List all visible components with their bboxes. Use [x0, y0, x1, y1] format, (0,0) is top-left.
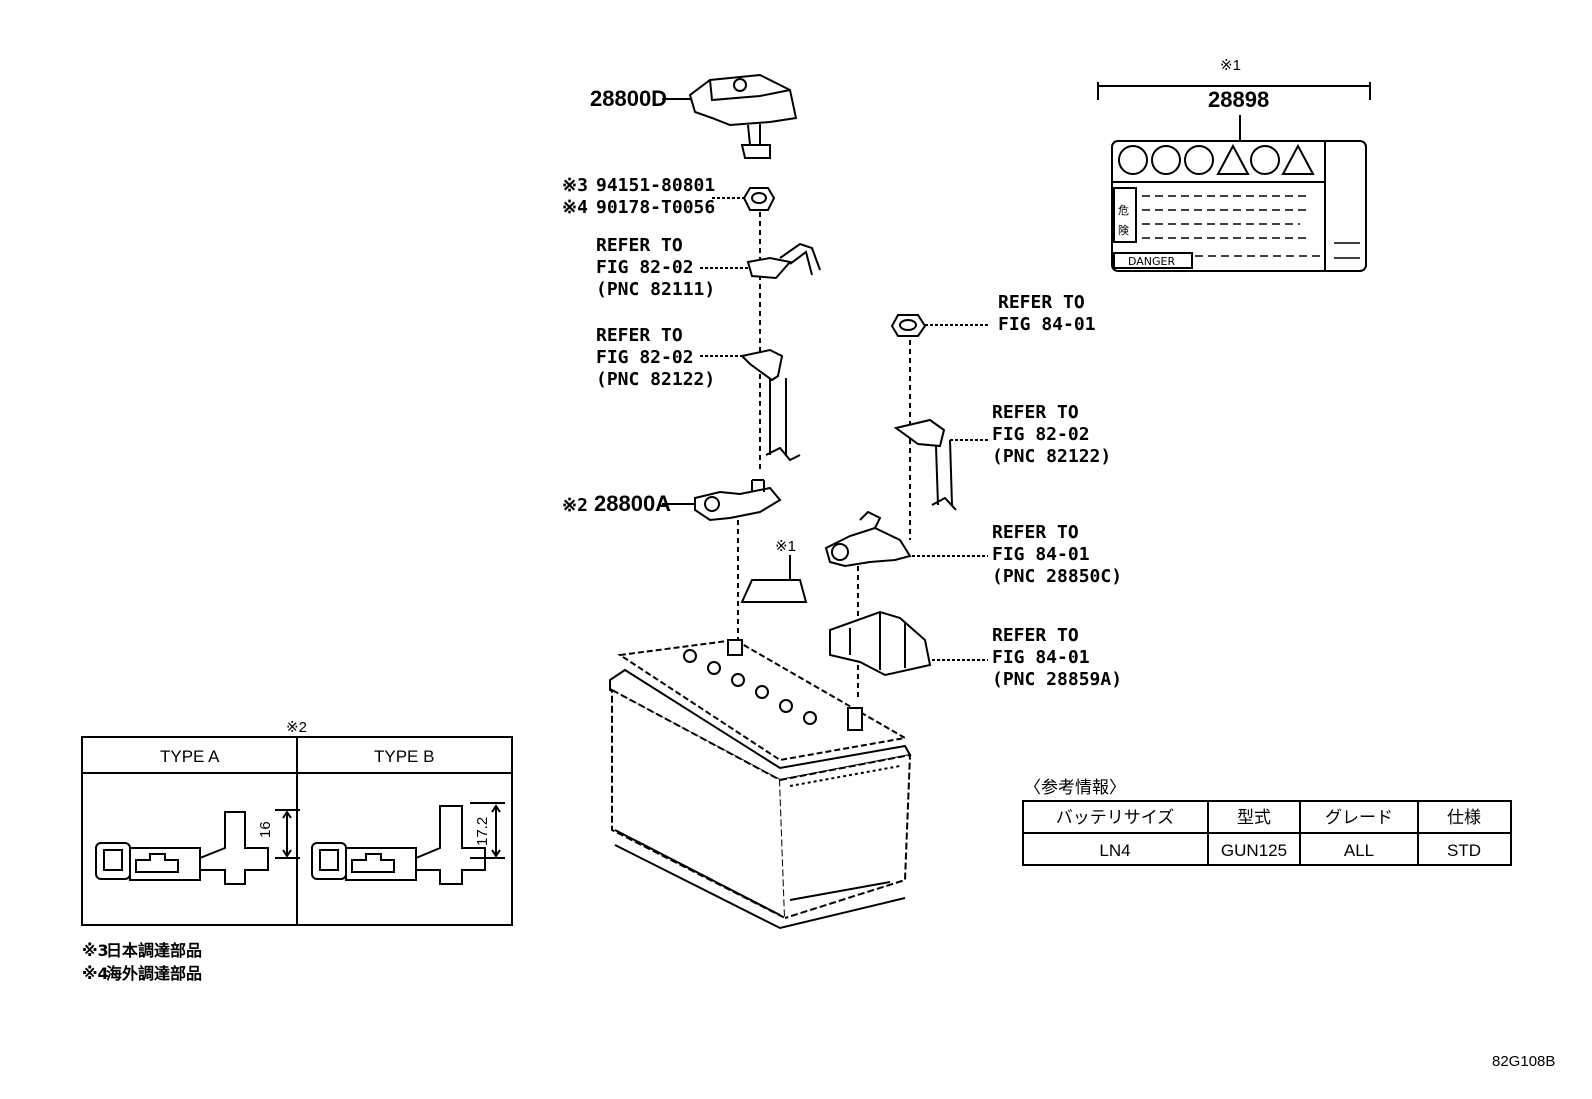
- svg-text:(PNC 82122): (PNC 82122): [992, 446, 1111, 467]
- svg-text:(PNC 82111): (PNC 82111): [596, 279, 715, 300]
- type-b-dimension: 17.2: [474, 817, 491, 846]
- clamp-28850C: [824, 510, 912, 568]
- label-kanji-1: 危: [1118, 204, 1129, 217]
- label-kanji-2: 険: [1118, 224, 1129, 237]
- type-box-mark: ※2: [286, 719, 307, 736]
- type-b-terminal: [311, 802, 505, 885]
- svg-text:REFER TO: REFER TO: [596, 325, 683, 346]
- note-4-text: 海外調達部品: [106, 964, 202, 983]
- svg-text:REFER TO: REFER TO: [596, 235, 683, 256]
- svg-text:(PNC 28850C): (PNC 28850C): [992, 566, 1122, 587]
- svg-text:FIG 82-02: FIG 82-02: [596, 347, 694, 368]
- terminal-cover-28800D: [688, 73, 798, 159]
- svg-text:REFER TO: REFER TO: [992, 625, 1079, 646]
- svg-text:FIG 84-01: FIG 84-01: [992, 544, 1090, 565]
- clamp-28800A: [694, 479, 782, 522]
- cable-82122-right: [893, 418, 957, 511]
- type-a-dimension: 16: [257, 821, 274, 838]
- type-box: [81, 736, 513, 926]
- part-94151-mark: ※3: [562, 175, 588, 196]
- svg-text:REFER TO: REFER TO: [998, 292, 1085, 313]
- ref-cell-size: LN4: [1099, 841, 1130, 860]
- label-danger-text: DANGER: [1128, 255, 1176, 268]
- cable-82111: [746, 242, 821, 280]
- part-94151-label: 94151-80801: [596, 175, 715, 196]
- nut-icon: [742, 187, 776, 211]
- ref-info-title: 〈参考情報〉: [1024, 778, 1126, 797]
- ref-header-model: 型式: [1237, 808, 1271, 827]
- type-a-header: TYPE A: [160, 747, 220, 766]
- nut-right-icon: [890, 314, 927, 337]
- ref-28859A: REFER TO FIG 84-01 (PNC 28859A): [992, 625, 1122, 690]
- svg-text:REFER TO: REFER TO: [992, 522, 1079, 543]
- svg-text:FIG 82-02: FIG 82-02: [596, 257, 694, 278]
- note-3-text: 日本調達部品: [106, 941, 202, 960]
- svg-text:(PNC 28859A): (PNC 28859A): [992, 669, 1122, 690]
- svg-text:REFER TO: REFER TO: [992, 402, 1079, 423]
- ref-header-grade: グレード: [1325, 808, 1393, 827]
- part-28800D-label: 28800D: [590, 86, 667, 111]
- type-a-terminal: [95, 809, 300, 885]
- ref-header-spec: 仕様: [1447, 808, 1481, 827]
- ref-82122-left: REFER TO FIG 82-02 (PNC 82122): [596, 325, 715, 390]
- ref-82111: REFER TO FIG 82-02 (PNC 82111): [596, 235, 715, 300]
- note-4-mark: ※4: [82, 964, 109, 983]
- cable-82122-left: [739, 348, 801, 462]
- part-28800A-mark: ※2: [562, 495, 588, 516]
- figure-id: 82G108B: [1492, 1053, 1555, 1070]
- part-28800A-label: 28800A: [594, 491, 671, 516]
- svg-text:FIG 84-01: FIG 84-01: [992, 647, 1090, 668]
- svg-text:(PNC 82122): (PNC 82122): [596, 369, 715, 390]
- ref-header-size: バッテリサイズ: [1056, 808, 1175, 827]
- ref-84-01-nut: REFER TO FIG 84-01: [998, 292, 1096, 335]
- svg-text:FIG 84-01: FIG 84-01: [998, 314, 1096, 335]
- battery-label-sticker: [740, 555, 808, 603]
- warning-label-28898: [1097, 82, 1371, 272]
- battery-label-mark: ※1: [775, 538, 796, 555]
- part-90178-label: 90178-T0056: [596, 197, 715, 218]
- ref-cell-spec: STD: [1447, 841, 1481, 860]
- battery: [609, 638, 912, 930]
- type-b-header: TYPE B: [374, 747, 434, 766]
- label-28898-number: 28898: [1208, 87, 1269, 112]
- label-28898-mark: ※1: [1220, 57, 1241, 74]
- ref-cell-model: GUN125: [1221, 841, 1287, 860]
- ref-info-table: [1022, 800, 1512, 866]
- ref-28850C: REFER TO FIG 84-01 (PNC 28850C): [992, 522, 1122, 587]
- terminal-cover-28859A: [829, 610, 932, 677]
- note-3-mark: ※3: [82, 941, 109, 960]
- ref-cell-grade: ALL: [1344, 841, 1374, 860]
- ref-82122-right: REFER TO FIG 82-02 (PNC 82122): [992, 402, 1111, 467]
- part-90178-mark: ※4: [562, 197, 588, 218]
- svg-text:FIG 82-02: FIG 82-02: [992, 424, 1090, 445]
